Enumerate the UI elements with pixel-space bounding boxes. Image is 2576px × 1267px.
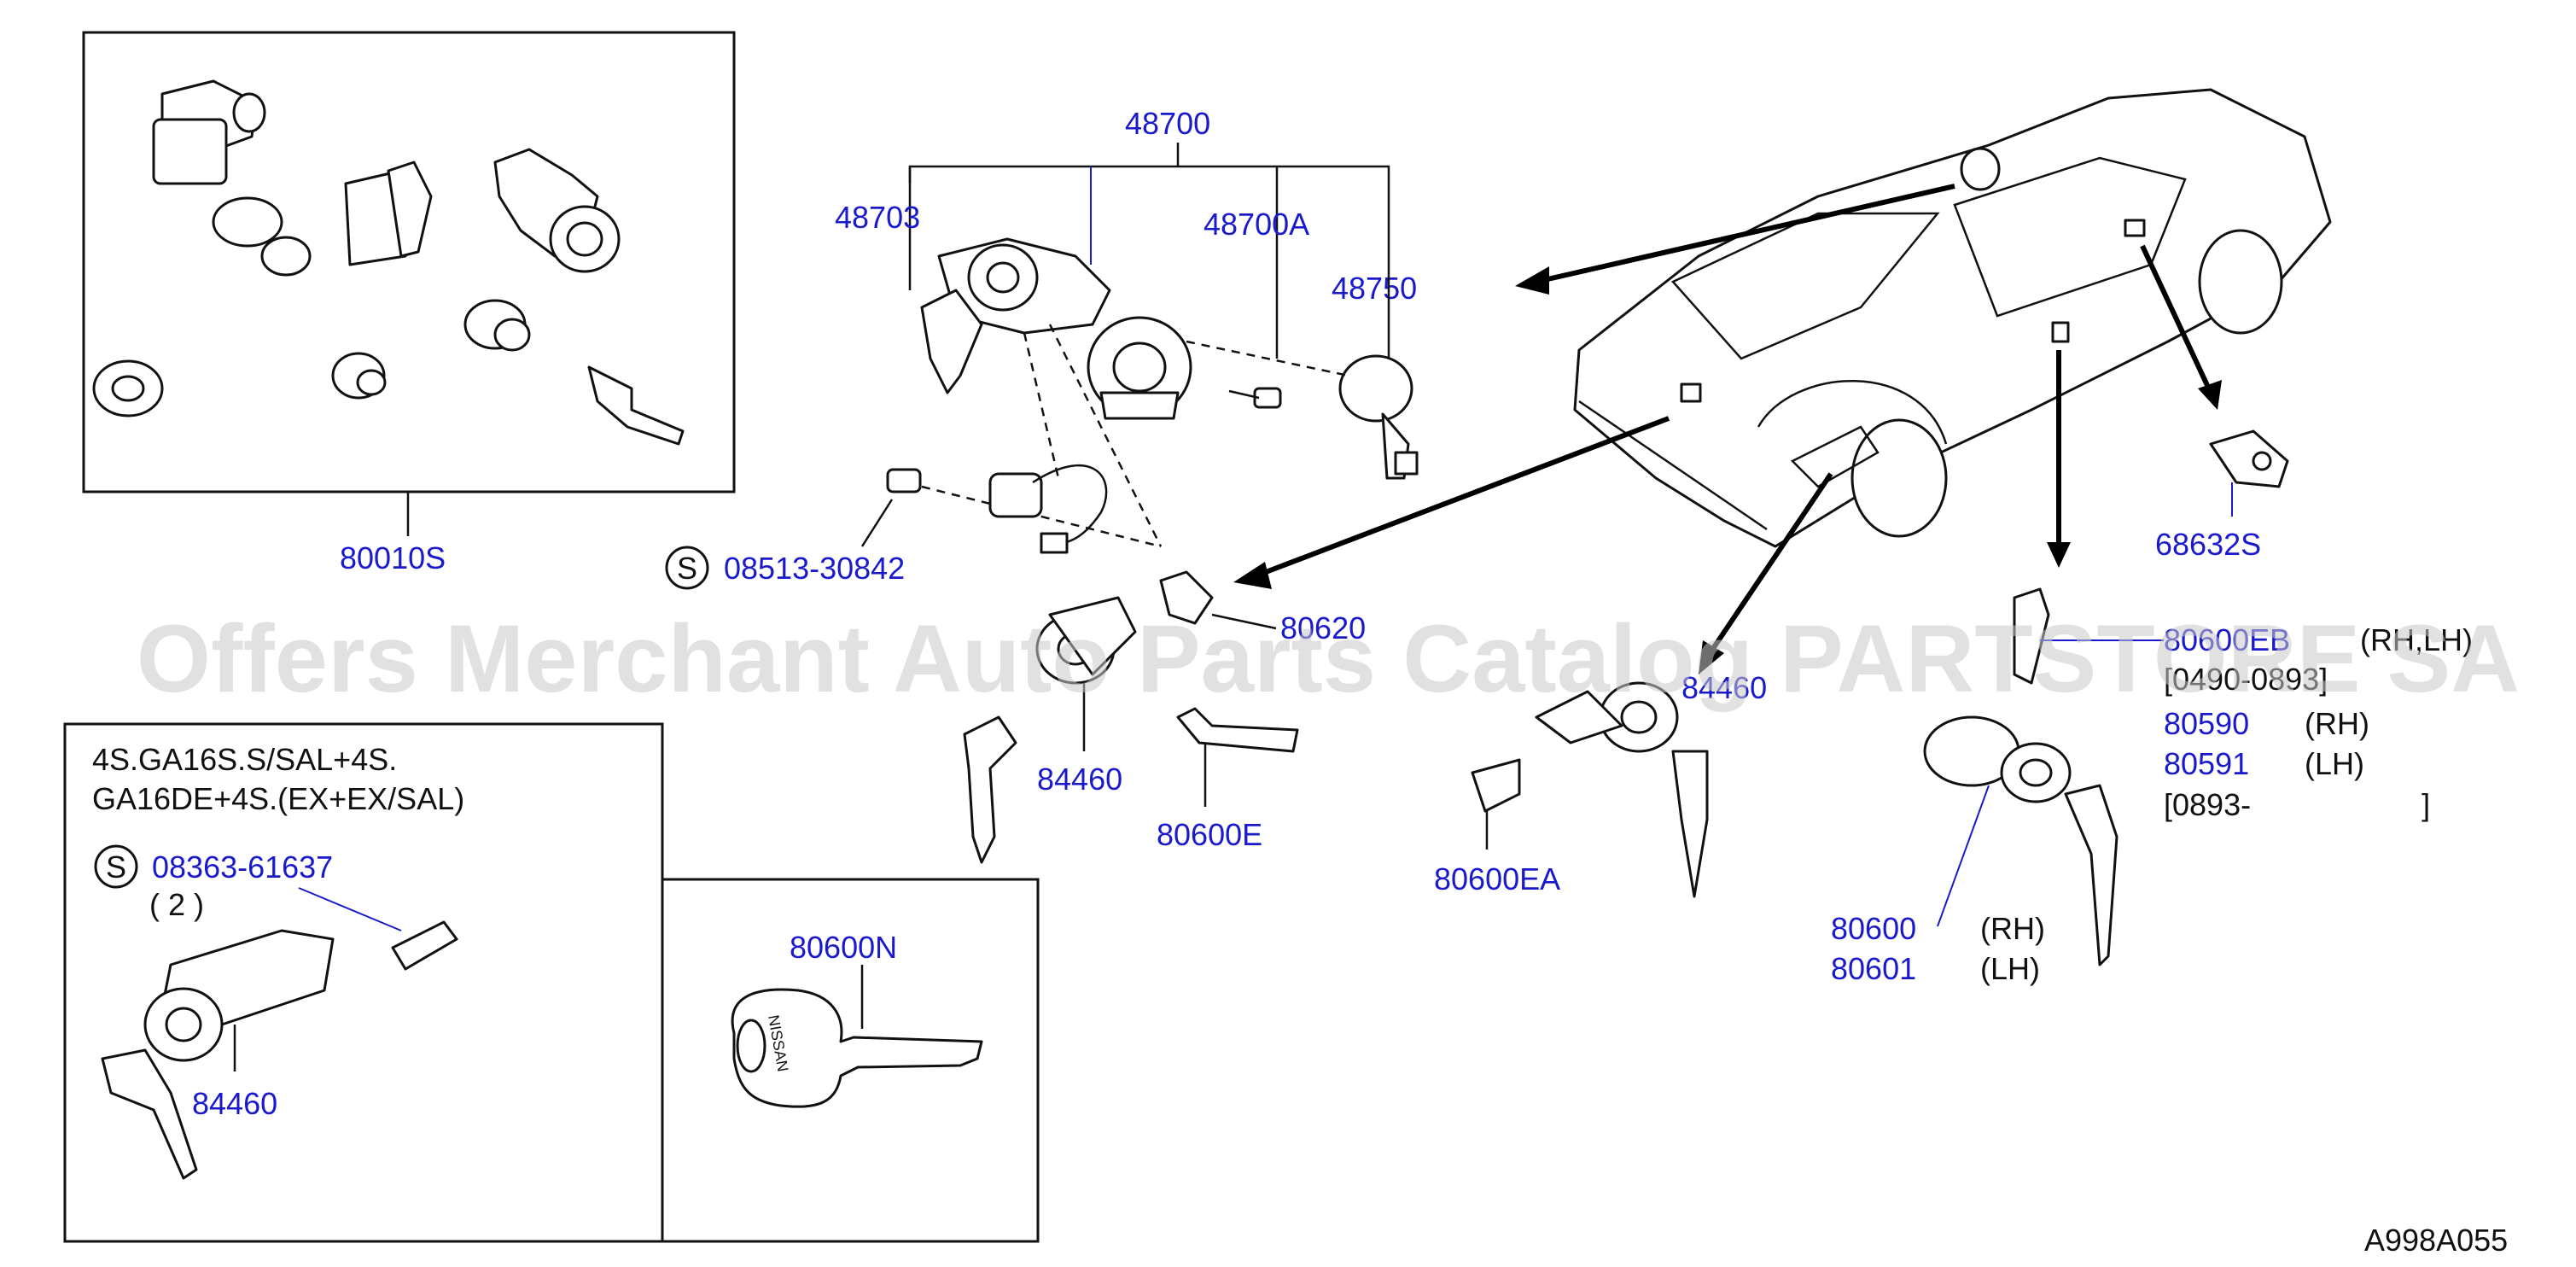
part-label-80600N[interactable]: 80600N [790, 930, 897, 965]
rear-lock-illustration [1923, 587, 2118, 966]
part-side-80590: (RH) [2305, 706, 2369, 741]
inset-condition-line1: 4S.GA16S.S/SAL+4S. [92, 742, 397, 777]
part-label-08513-30842[interactable]: 08513-30842 [724, 551, 905, 586]
watermark-text: Offers Merchant Auto Parts Catalog PARTS… [137, 605, 2520, 712]
part-side-80591: (LH) [2305, 746, 2364, 781]
svg-text:S: S [677, 551, 697, 586]
part-label-84460-b[interactable]: 84460 [1681, 670, 1767, 705]
door-lock-right-illustration [1471, 681, 1709, 898]
ignition-switch-wire [886, 464, 1108, 554]
part-label-80600[interactable]: 80600 [1831, 911, 1916, 946]
part-label-68632S[interactable]: 68632S [2155, 527, 2261, 562]
part-label-48703[interactable]: 48703 [835, 200, 920, 235]
part-side-80601: (LH) [1980, 951, 2040, 986]
part-label-48700[interactable]: 48700 [1125, 106, 1210, 141]
part-label-08363-61637[interactable]: 08363-61637 [152, 850, 333, 885]
ignition-lock-assembly [920, 237, 1419, 480]
part-date-80591: [0893- ] [2164, 787, 2430, 822]
diagram-id: A998A055 [2364, 1223, 2508, 1258]
part-label-84460-a[interactable]: 84460 [1037, 762, 1122, 797]
part-label-80600EA[interactable]: 80600EA [1434, 861, 1560, 896]
part-label-80601[interactable]: 80601 [1831, 951, 1916, 986]
part-label-48750[interactable]: 48750 [1332, 271, 1417, 306]
part-label-80600EB[interactable]: 80600EB [2164, 622, 2290, 657]
inset-lock-illustration [101, 920, 458, 1180]
part-side-80600EB: (RH,LH) [2360, 622, 2473, 657]
part-side-80600: (RH) [1980, 911, 2045, 946]
car-illustration [1573, 88, 2332, 548]
door-lock-left-illustration [963, 570, 1299, 864]
part-label-84460-c[interactable]: 84460 [192, 1086, 277, 1121]
location-arrows [1233, 184, 2222, 674]
key-inset-box [661, 878, 1040, 1243]
part-label-80010S[interactable]: 80010S [340, 540, 446, 575]
svg-text:S: S [106, 850, 126, 885]
trunk-latch-illustration [2209, 429, 2289, 488]
part-date-80600EB: [0490-0893] [2164, 662, 2328, 697]
part-label-80591[interactable]: 80591 [2164, 746, 2249, 781]
screw-symbol-08363: S [94, 844, 138, 889]
part-label-80600E[interactable]: 80600E [1157, 817, 1262, 852]
part-label-48700A[interactable]: 48700A [1203, 207, 1309, 242]
kit-lock-set-illustration [92, 79, 685, 446]
key-illustration: NISSAN [731, 988, 983, 1108]
inset-condition-line2: GA16DE+4S.(EX+EX/SAL) [92, 781, 464, 816]
screw-symbol-08513: S [665, 546, 709, 590]
part-label-80590[interactable]: 80590 [2164, 706, 2249, 741]
part-label-80620[interactable]: 80620 [1280, 610, 1366, 645]
part-qty-08363: ( 2 ) [149, 887, 204, 922]
